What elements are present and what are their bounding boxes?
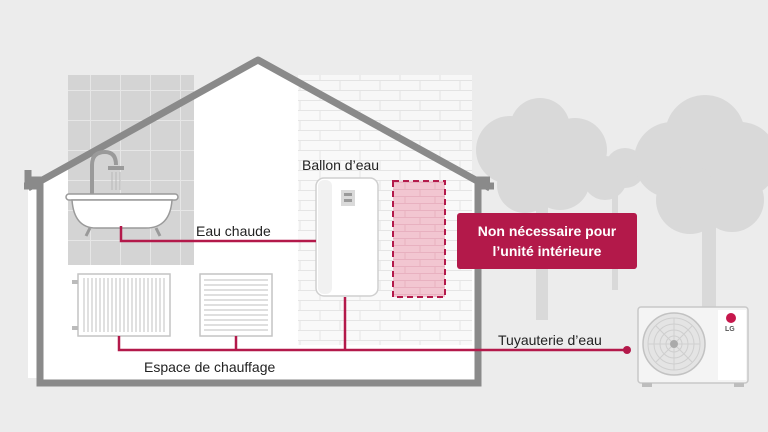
badge-line-1: Non nécessaire pour [477,222,617,239]
not-required-zone [392,180,446,298]
heating-space-label: Espace de chauffage [144,359,276,375]
water-piping-label: Tuyauterie d’eau [498,332,602,348]
background-trees [476,95,768,320]
boiler-label: Ballon d’eau [302,157,380,173]
water-tank-icon [315,177,379,297]
water-pipes [117,226,627,352]
not-required-badge: Non nécessaire pour l’unité intérieure [457,213,637,269]
radiator-icon [72,273,171,337]
pipe-end-point [623,346,631,354]
outdoor-unit-icon [637,306,749,387]
hot-water-label: Eau chaude [196,223,271,239]
lg-logo-icon [726,313,736,323]
outdoor-unit-brand: LG [725,326,735,333]
bathtub-icon [65,149,179,237]
badge-line-2: l’unité intérieure [492,243,602,259]
fan-coil-icon [199,273,273,337]
